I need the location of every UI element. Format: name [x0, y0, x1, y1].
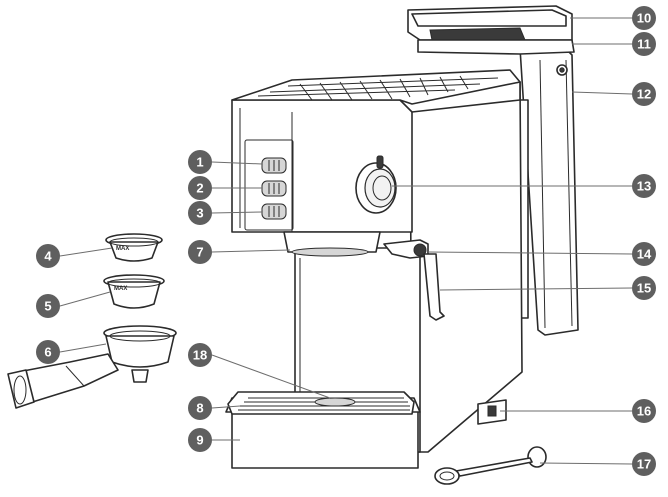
- callout-16: 16: [632, 399, 656, 423]
- control-button-bottom[interactable]: [262, 204, 286, 219]
- callout-3: 3: [188, 201, 212, 225]
- control-button-top[interactable]: [262, 158, 286, 173]
- callout-14-label: 14: [637, 247, 652, 262]
- callout-6: 6: [36, 340, 60, 364]
- callout-1-label: 1: [196, 155, 203, 170]
- callout-15-label: 15: [637, 281, 651, 296]
- drip-tray-assembly: [226, 392, 420, 468]
- callout-4-label: 4: [44, 249, 52, 264]
- callout-12-label: 12: [637, 87, 651, 102]
- single-basket-mark: MAX: [116, 246, 129, 252]
- callout-2: 2: [188, 176, 212, 200]
- callout-12: 12: [632, 82, 656, 106]
- callout-13: 13: [632, 174, 656, 198]
- brew-head: [284, 232, 380, 256]
- double-shot-filter-basket: MAX: [104, 275, 164, 308]
- control-buttons: [262, 158, 286, 219]
- water-tank-rim: [418, 40, 574, 54]
- callout-8: 8: [188, 396, 212, 420]
- callout-11: 11: [632, 32, 656, 56]
- callout-4: 4: [36, 244, 60, 268]
- callout-13-label: 13: [637, 179, 651, 194]
- callout-9-label: 9: [196, 433, 203, 448]
- single-shot-filter-basket: MAX: [106, 234, 162, 261]
- callout-8-label: 8: [196, 401, 203, 416]
- callout-11-label: 11: [637, 37, 651, 52]
- measuring-spoon-tamper: [435, 447, 546, 484]
- double-basket-mark: MAX: [114, 286, 127, 292]
- control-button-middle[interactable]: [262, 181, 286, 196]
- callout-1: 1: [188, 150, 212, 174]
- callout-7: 7: [188, 240, 212, 264]
- callout-18: 18: [188, 343, 212, 367]
- callout-17: 17: [632, 452, 656, 476]
- callout-7-label: 7: [196, 245, 203, 260]
- callout-5: 5: [36, 294, 60, 318]
- callout-16-label: 16: [637, 404, 651, 419]
- callout-10-label: 10: [637, 11, 651, 26]
- callout-17-label: 17: [637, 457, 651, 472]
- callout-2-label: 2: [196, 181, 203, 196]
- power-switch[interactable]: [478, 400, 506, 424]
- callout-9: 9: [188, 428, 212, 452]
- callout-15: 15: [632, 276, 656, 300]
- callout-18-label: 18: [193, 348, 207, 363]
- drip-tray: [232, 410, 418, 468]
- portafilter-handle: [8, 326, 176, 408]
- callout-5-label: 5: [44, 299, 51, 314]
- callout-3-label: 3: [196, 206, 203, 221]
- callout-6-label: 6: [44, 345, 51, 360]
- callout-10: 10: [632, 6, 656, 30]
- callout-14: 14: [632, 242, 656, 266]
- cup-platform: [315, 398, 355, 406]
